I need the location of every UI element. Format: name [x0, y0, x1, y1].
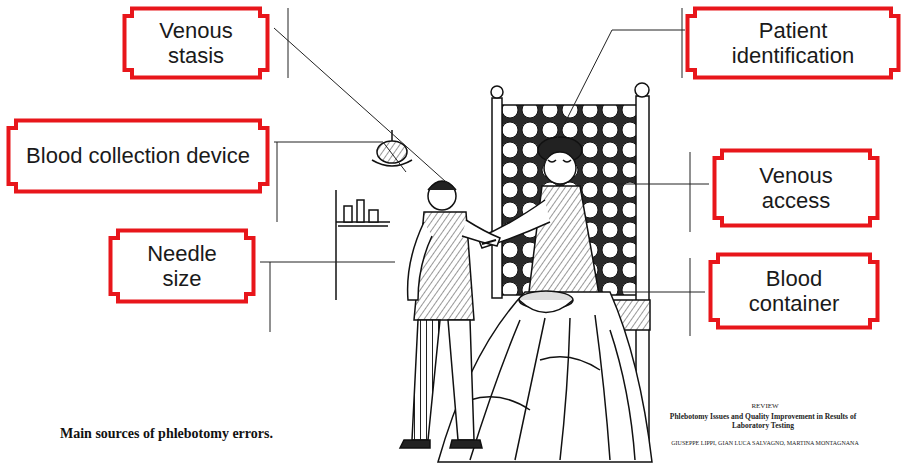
notched-border [715, 151, 878, 226]
bracket-line [277, 142, 278, 222]
notched-border [111, 231, 254, 302]
notched-border [688, 9, 899, 78]
callout-text-group: Venous access [736, 163, 856, 214]
leader-line [617, 292, 705, 293]
callout-label: Blood container [729, 266, 859, 317]
callout-text-group: Blood collection device [26, 143, 250, 168]
leader-line [260, 262, 395, 263]
figure-caption: Main sources of phlebotomy errors. [60, 426, 273, 442]
callout-label: Needle size [132, 241, 232, 292]
notched-border [125, 9, 268, 78]
leader-line [542, 30, 685, 168]
notched-border [711, 255, 878, 328]
notched-border [9, 121, 268, 192]
callout-box: Blood container [708, 252, 880, 330]
bracket-line [690, 152, 691, 232]
callout-text-group: Patient identification [703, 18, 883, 69]
citation-text: Phlebotomy Issues and Quality Improvemen… [668, 412, 858, 431]
callout-label: Blood collection device [26, 143, 250, 168]
callout-box: Blood collection device [6, 118, 270, 194]
leader-line [615, 184, 709, 185]
bracket-line [288, 8, 289, 78]
leader-line [274, 142, 406, 172]
callout-text-group: Needle size [132, 241, 232, 292]
callout-text-group: Venous stasis [141, 18, 251, 69]
callout-label: Patient identification [703, 18, 883, 69]
leader-line [274, 28, 455, 190]
bracket-line [270, 262, 271, 332]
citation-text: REVIEW [690, 402, 840, 411]
callout-box: Venous stasis [122, 6, 270, 80]
callout-label: Venous stasis [141, 18, 251, 69]
woodcut [336, 83, 652, 462]
callout-label: Venous access [736, 163, 856, 214]
callout-box: Patient identification [685, 6, 901, 80]
callout-box: Venous access [712, 148, 880, 228]
bracket-line [682, 8, 683, 78]
citation-text: GIUSEPPE LIPPI, GIAN LUCA SALVAGNO, MART… [640, 440, 890, 448]
callout-box: Needle size [108, 228, 256, 304]
callout-text-group: Blood container [729, 266, 859, 317]
bracket-line [690, 258, 691, 336]
